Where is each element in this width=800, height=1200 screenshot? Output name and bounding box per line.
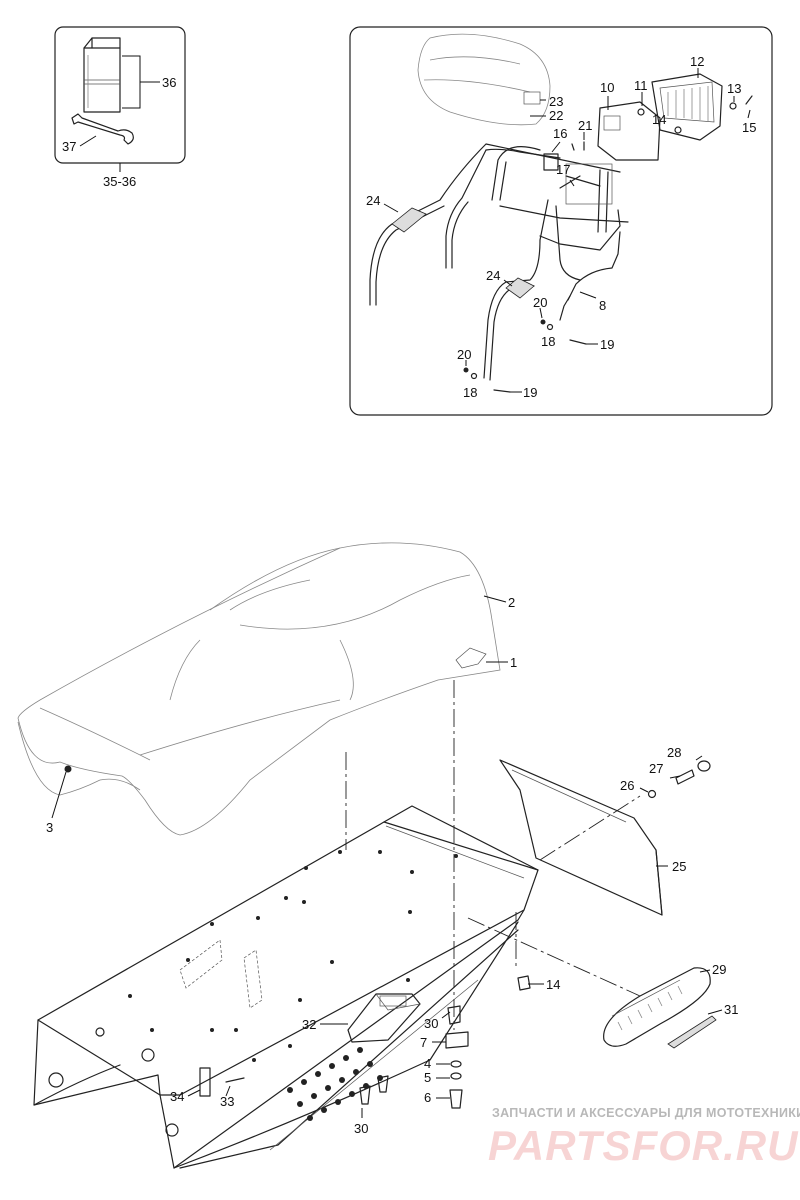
- tail-cover-part-29: [603, 967, 711, 1047]
- label-18-a: 18: [541, 334, 555, 349]
- pan-perforation: [287, 1047, 383, 1121]
- label-14: 14: [652, 112, 666, 127]
- label-32: 32: [302, 1017, 316, 1032]
- label-19-b: 19: [523, 385, 537, 400]
- label-30-upper: 30: [424, 1016, 438, 1031]
- centerline-cover: [539, 795, 641, 861]
- label-31: 31: [724, 1002, 738, 1017]
- label-8: 8: [599, 298, 606, 313]
- inset-rack: 23 22 10 11 12 13 14 15 16 21 17 24 24 8…: [349, 26, 773, 416]
- pan-holes: [128, 850, 458, 1062]
- backrest-pad-part-22: [417, 33, 551, 126]
- screw-part-17: [559, 175, 581, 189]
- seat-part-2: [17, 542, 501, 836]
- label-36: 36: [162, 75, 176, 90]
- inset-rack-frame: [349, 26, 773, 416]
- label-1: 1: [510, 655, 517, 670]
- bolt-part-30-c: [377, 1075, 389, 1093]
- label-3: 3: [46, 820, 53, 835]
- bolt-part-19-a: [569, 339, 587, 345]
- watermark: ЗАПЧАСТИ И АКСЕССУАРЫ ДЛЯ МОТОТЕХНИКИ PA…: [488, 1106, 800, 1169]
- label-16: 16: [553, 126, 567, 141]
- label-37: 37: [62, 139, 76, 154]
- bolt-part-19-b: [493, 389, 511, 393]
- nut-part-14: [674, 126, 682, 134]
- reflector-part-31: [667, 1015, 717, 1049]
- label-21: 21: [578, 118, 592, 133]
- tail-light-part-12: [597, 73, 723, 161]
- label-15: 15: [742, 120, 756, 135]
- label-14-main: 14: [546, 977, 560, 992]
- label-29: 29: [712, 962, 726, 977]
- label-7: 7: [420, 1035, 427, 1050]
- bolt-part-30-b: [359, 1085, 371, 1105]
- label-4: 4: [424, 1056, 431, 1071]
- latch-part-34: [199, 1067, 211, 1097]
- tool-bag-part-36: [83, 37, 121, 113]
- watermark-brand: PARTSFOR.RU: [488, 1122, 799, 1169]
- washer-part-18-b: [470, 372, 478, 380]
- rear-cover-part-25: [499, 759, 663, 916]
- seat-plug-part-3: [64, 765, 72, 773]
- washer-part-13: [729, 102, 737, 110]
- label-10: 10: [600, 80, 614, 95]
- washer-part-4: [450, 1060, 462, 1068]
- seat-pan-body: [33, 805, 539, 1169]
- label-22: 22: [549, 108, 563, 123]
- centerline-tail: [467, 917, 641, 997]
- label-18-b: 18: [463, 385, 477, 400]
- label-6: 6: [424, 1090, 431, 1105]
- label-2: 2: [508, 595, 515, 610]
- label-24-lower: 24: [486, 268, 500, 283]
- bracket-part-32: [347, 993, 421, 1043]
- pin-part-33: [225, 1077, 245, 1083]
- nut-part-20-b: [463, 367, 469, 373]
- label-25: 25: [672, 859, 686, 874]
- label-11: 11: [634, 78, 648, 93]
- washer-part-26: [647, 789, 657, 799]
- label-28: 28: [667, 745, 681, 760]
- label-33: 33: [220, 1094, 234, 1109]
- label-17: 17: [556, 162, 570, 177]
- label-20-a: 20: [533, 295, 547, 310]
- bolt-part-30-a: [447, 1005, 461, 1025]
- label-30-lower: 30: [354, 1121, 368, 1136]
- label-35-36: 35-36: [103, 174, 136, 189]
- bolt-part-6: [449, 1089, 463, 1109]
- label-12: 12: [690, 54, 704, 69]
- main-leaders: [51, 595, 723, 1118]
- screw-part-11: [637, 108, 645, 116]
- spanner-part-37: [71, 113, 134, 145]
- screw-part-15: [745, 95, 753, 105]
- watermark-tagline: ЗАПЧАСТИ И АКСЕССУАРЫ ДЛЯ МОТОТЕХНИКИ: [492, 1106, 800, 1120]
- clip-part-16: [543, 153, 559, 171]
- nut-part-14-main: [517, 975, 531, 991]
- label-5: 5: [424, 1070, 431, 1085]
- bolt-part-27: [675, 769, 695, 785]
- washer-part-5: [450, 1072, 462, 1080]
- label-20-b: 20: [457, 347, 471, 362]
- hidden-bracket-left: [179, 939, 223, 989]
- nut-part-20-a: [540, 319, 546, 325]
- washer-part-18-a: [546, 323, 554, 331]
- label-27: 27: [649, 761, 663, 776]
- label-26: 26: [620, 778, 634, 793]
- label-24-upper: 24: [366, 193, 380, 208]
- grip-sleeve-part-24: [391, 207, 535, 299]
- seat-emblem-part-1: [455, 647, 487, 669]
- oring-part-28: [697, 760, 711, 772]
- label-34: 34: [170, 1089, 184, 1104]
- label-13: 13: [727, 81, 741, 96]
- bracket-part-7: [445, 1031, 469, 1049]
- label-23: 23: [549, 94, 563, 109]
- hidden-bracket-right: [243, 949, 263, 1009]
- label-19-a: 19: [600, 337, 614, 352]
- bolt-part-21: [571, 141, 585, 151]
- inset-tool-kit: 36 37 35-36: [54, 26, 186, 189]
